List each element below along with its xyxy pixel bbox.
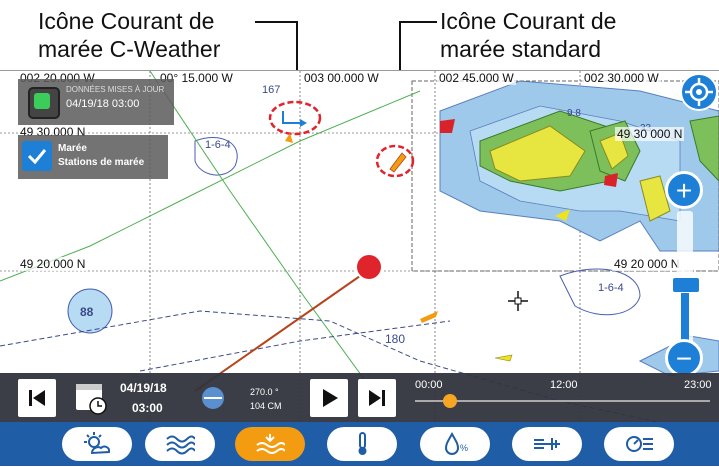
zoom-out-button[interactable]: − <box>665 339 703 377</box>
callout-leader-lines <box>255 21 437 70</box>
callout-standard-line1: Icône Courant de <box>440 8 617 34</box>
play-icon <box>323 389 338 407</box>
coord-top-2: 00° 15.000 W <box>158 71 235 85</box>
data-update-panel[interactable]: DONNÉES MISES À JOUR 04/19/18 03:00 <box>18 79 174 125</box>
checkbox-checked-icon[interactable] <box>22 141 52 171</box>
svg-text:180: 180 <box>385 332 405 346</box>
coord-top-4: 002 45.000 W <box>437 71 516 85</box>
tide-current-icon <box>202 387 224 409</box>
skip-to-end-button[interactable] <box>358 379 396 417</box>
coord-top-3: 003 00.000 W <box>302 71 381 85</box>
callout-header: Icône Courant de marée C-Weather Icône C… <box>0 0 719 70</box>
zoom-in-button[interactable]: + <box>665 171 703 209</box>
coord-top-5: 002 30.000 W <box>582 71 661 85</box>
current-direction: 270.0 ° <box>250 387 279 397</box>
forecast-playback-bar: 04/19/18 03:00 270.0 ° 104 CM 00:00 12:0… <box>0 373 719 423</box>
coord-left-2: 49 20.000 N <box>18 257 88 271</box>
callout-cweather-line2: marée C-Weather <box>38 36 221 62</box>
plus-icon: + <box>675 175 693 206</box>
tide-height: 104 CM <box>250 401 282 411</box>
temperature-icon <box>358 432 367 455</box>
data-update-date: 04/19/18 03:00 <box>66 98 140 110</box>
coord-right-mid: 49 20 000 N <box>612 257 682 271</box>
timeline-tick-end: 23:00 <box>684 379 712 391</box>
svg-text:9.8: 9.8 <box>567 108 581 119</box>
svg-text:88: 88 <box>80 305 94 319</box>
svg-text:1-6-4: 1-6-4 <box>205 139 231 151</box>
humidity-layer-button[interactable]: % <box>420 427 490 461</box>
wind-layer-button[interactable] <box>512 427 582 461</box>
timeline-tick-mid: 12:00 <box>550 379 578 391</box>
callout-cweather-line1: Icône Courant de <box>38 8 215 34</box>
pressure-icon <box>626 436 653 452</box>
skip-to-start-button[interactable] <box>18 379 56 417</box>
zoom-slider-fill <box>681 291 689 361</box>
weather-layer-button[interactable] <box>62 427 132 461</box>
tide-icon <box>256 434 285 454</box>
timeline-tick-start: 00:00 <box>415 379 443 391</box>
pressure-layer-button[interactable] <box>604 427 674 461</box>
weather-layer-toolbar: % <box>0 422 719 466</box>
skip-back-icon <box>29 390 45 406</box>
waves-icon <box>166 435 195 455</box>
svg-text:%: % <box>460 443 468 453</box>
cursor-crosshair-icon <box>508 291 528 311</box>
temperature-layer-button[interactable] <box>327 427 397 461</box>
tide-layer-toggle[interactable]: Marée Stations de marée <box>18 135 168 179</box>
chart-canvas: 167 1-6-4 88 180 1-6-4 9.8 33 <box>0 71 719 467</box>
forecast-time: 03:00 <box>132 401 163 415</box>
humidity-icon: % <box>444 431 468 455</box>
layer-tide-stations-label: Stations de marée <box>58 157 145 168</box>
svg-text:1-6-4: 1-6-4 <box>598 282 624 294</box>
calendar-clock-icon[interactable] <box>74 380 110 416</box>
waves-layer-button[interactable] <box>145 427 215 461</box>
tide-layer-button[interactable] <box>235 427 305 461</box>
data-update-title: DONNÉES MISES À JOUR <box>66 85 165 94</box>
skip-forward-icon <box>369 390 385 406</box>
play-button[interactable] <box>310 379 348 417</box>
wind-icon <box>534 438 560 450</box>
chart-map[interactable]: 167 1-6-4 88 180 1-6-4 9.8 33 002 20.000… <box>0 70 719 467</box>
weather-icon <box>84 432 111 455</box>
crosshair-target-icon <box>685 78 713 106</box>
status-led-icon <box>28 87 60 119</box>
minus-icon: − <box>675 343 693 374</box>
svg-text:167: 167 <box>262 84 280 96</box>
locate-position-button[interactable] <box>680 73 718 111</box>
timeline-handle[interactable] <box>443 394 458 408</box>
coord-right-top: 49 30 000 N <box>615 127 685 141</box>
forecast-date: 04/19/18 <box>120 381 167 395</box>
zoom-slider-handle[interactable] <box>672 277 700 293</box>
callout-standard-line2: marée standard <box>440 36 602 62</box>
timeline-track[interactable] <box>415 400 710 402</box>
layer-tide-label: Marée <box>58 143 87 154</box>
